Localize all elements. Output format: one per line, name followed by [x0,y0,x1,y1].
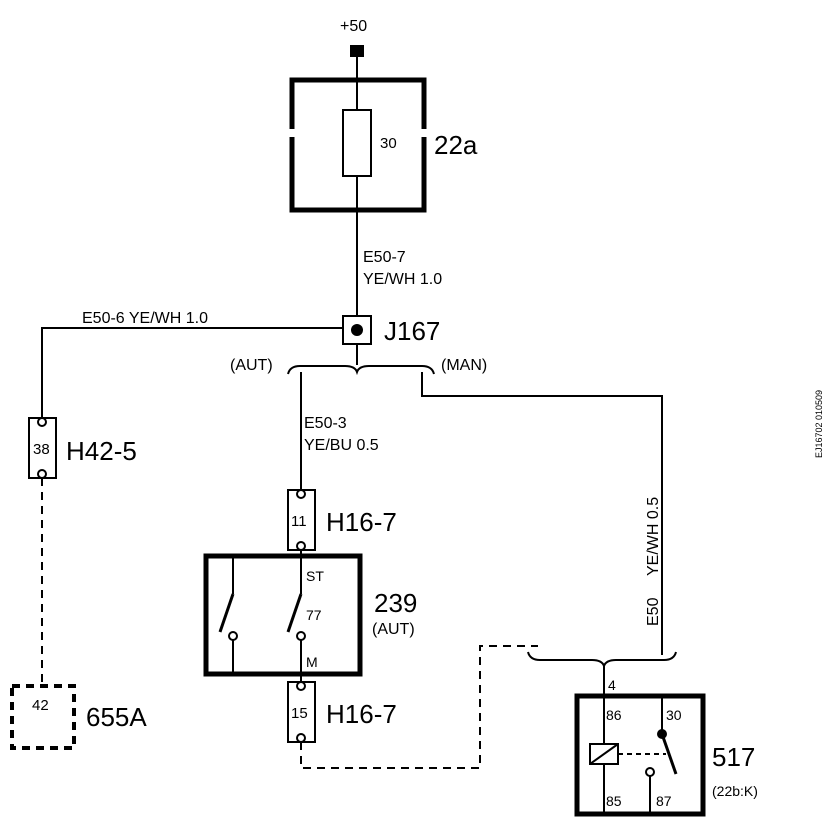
component-655a [10,684,76,750]
supply-label: +50 [340,18,367,35]
wire-e50-man [421,372,663,655]
junction-dot [351,324,363,336]
switch-pin-label: 77 [306,607,322,623]
wire-e50-6 [41,327,343,418]
switch-name-label: 239 [374,588,417,618]
relay-ref-label: (22b:K) [712,783,758,799]
relay-name-label: 517 [712,742,755,772]
switch-variant-label: (AUT) [372,621,415,638]
wire-e50-3-spec: YE/BU 0.5 [304,437,379,454]
wire-e50-3-code: E50-3 [304,415,347,432]
connector-h16-7-bottom-name: H16-7 [326,699,397,729]
junction-man-label: (MAN) [441,357,487,374]
connector-h42-5-name: H42-5 [66,436,137,466]
switch-contact-right [286,593,303,633]
connector-h16-7-top-name: H16-7 [326,507,397,537]
relay-pin-87: 87 [656,793,672,809]
fuse-pin-label: 30 [380,135,397,152]
junction-aut-label: (AUT) [230,357,273,374]
relay-pin-85: 85 [606,793,622,809]
component-655a-name: 655A [86,702,147,732]
relay-517 [574,693,706,817]
switch-st-label: ST [306,568,324,584]
supply-terminal [350,45,364,57]
relay-pin-30: 30 [666,707,682,723]
connector-h16-7-bottom-pin: 15 [291,705,308,722]
relay-pin-in-label: 4 [608,677,616,693]
switch-contact-left [218,593,235,633]
switch-m-label: M [306,654,318,670]
connector-h16-7-bottom [287,681,316,743]
doc-id: EJ16702 010509 [814,390,824,458]
wire-e50-7-spec: YE/WH 1.0 [363,271,442,288]
junction-name-label: J167 [384,316,440,346]
wire-e50-spec: YE/WH 0.5 [645,497,662,576]
connector-h16-7-top-pin: 11 [291,513,307,530]
wire-aut-to-relay [300,645,538,769]
wire-e50-code: E50 [645,597,662,626]
relay-brace [527,651,677,670]
wire-e50-7-code: E50-7 [363,249,406,266]
wire-e50-6-label: E50-6 YE/WH 1.0 [82,310,208,327]
relay-pin-86: 86 [606,707,622,723]
junction-brace [287,365,435,376]
fuse-name-label: 22a [434,130,478,160]
fuse-element [342,109,372,177]
relay-contact [660,733,678,775]
component-655a-pin: 42 [32,697,49,714]
fuse-box-22a [289,77,427,213]
connector-h42-5 [28,417,57,479]
connector-h42-5-pin: 38 [33,441,50,458]
switch-239 [203,553,363,677]
